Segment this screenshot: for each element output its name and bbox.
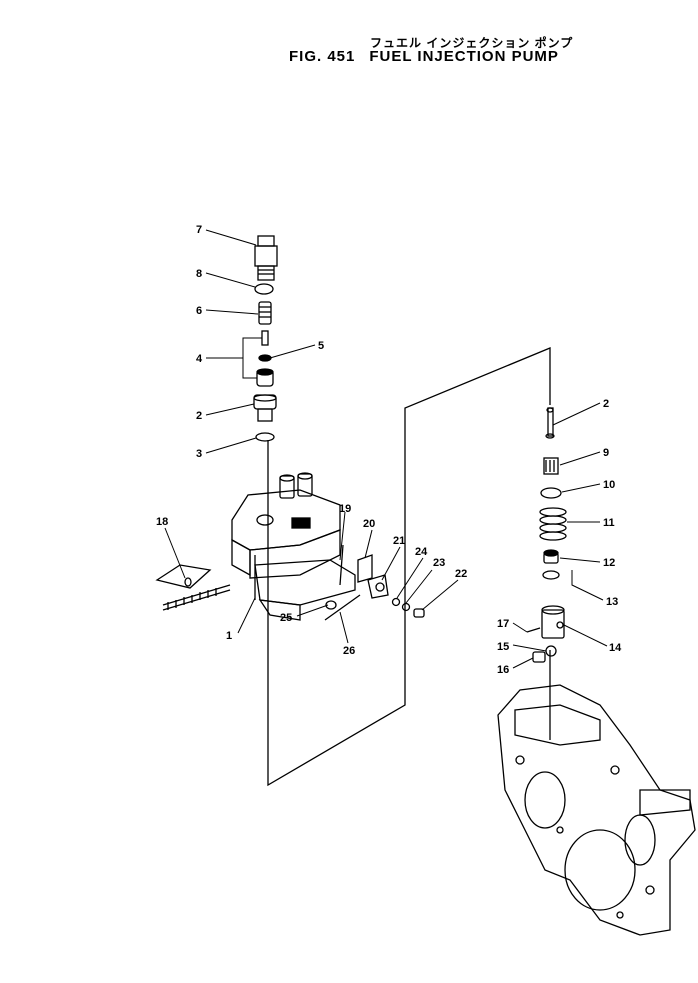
part-9-sleeve (543, 457, 559, 475)
callout-19: 19 (339, 503, 351, 515)
part-2-plunger (545, 407, 555, 439)
leader-lines (164, 229, 608, 669)
callout-11: 11 (603, 517, 615, 529)
callout-23: 23 (433, 557, 445, 569)
part-25-bolt (325, 600, 337, 610)
callout-labels: 7 8 6 4 5 2 3 18 19 20 21 24 23 22 1 25 … (156, 224, 622, 676)
callout-12: 12 (603, 557, 615, 569)
part-6-spring (258, 301, 272, 325)
callout-17: 17 (497, 618, 509, 630)
part-13-ring (542, 570, 560, 580)
callout-26: 26 (343, 645, 355, 657)
callout-18: 18 (156, 516, 168, 528)
callout-9: 9 (603, 447, 609, 459)
callout-4: 4 (196, 353, 203, 365)
part-12-seat (543, 549, 559, 564)
callout-1: 1 (226, 630, 232, 642)
part-10-seat (540, 487, 562, 499)
part-7-holder (254, 235, 278, 281)
title-japanese: フュエル インジェクション ポンプ (370, 36, 574, 50)
figure-number: FIG. 451 (289, 48, 356, 65)
callout-8: 8 (196, 268, 202, 280)
part-14-tappet (541, 605, 565, 639)
figure-name: FUEL INJECTION PUMP (369, 48, 559, 65)
callout-10: 10 (603, 479, 615, 491)
part-3-washer (255, 432, 275, 442)
part-22-bolt (413, 608, 425, 618)
part-1-pump-body (231, 472, 356, 621)
callout-20: 20 (363, 518, 375, 530)
callout-15: 15 (497, 641, 509, 653)
callout-13: 13 (606, 596, 618, 608)
part-16-pin (532, 651, 546, 663)
part-15-roller (545, 645, 557, 657)
callout-7: 7 (196, 224, 202, 236)
part-11-spring (539, 507, 567, 541)
part-4-valve (256, 330, 274, 387)
figure-title: FIG. 451 FUEL INJECTION PUMP (289, 48, 573, 65)
callout-6: 6 (196, 305, 202, 317)
gear-case (497, 684, 696, 936)
assembly-guide-lines (267, 347, 551, 787)
part-19-pin (339, 544, 344, 586)
part-26-pin (324, 594, 361, 621)
part-20-plate (357, 554, 373, 583)
callout-14: 14 (609, 642, 622, 654)
part-8-oring (254, 283, 274, 295)
part-17-pin (526, 627, 541, 633)
callout-5: 5 (318, 340, 324, 352)
callout-25: 25 (280, 612, 292, 624)
callout-16: 16 (497, 664, 509, 676)
callout-22: 22 (455, 568, 467, 580)
callout-21: 21 (393, 535, 405, 547)
part-24-washer (391, 597, 401, 607)
callout-2: 2 (196, 410, 202, 422)
callout-3: 3 (196, 448, 202, 460)
callout-2-right: 2 (603, 398, 609, 410)
part-18-rack (155, 564, 231, 611)
callout-24: 24 (415, 546, 428, 558)
part-2-barrel (253, 394, 277, 422)
part-23-washer (401, 602, 411, 612)
part-21-cover (367, 574, 389, 599)
